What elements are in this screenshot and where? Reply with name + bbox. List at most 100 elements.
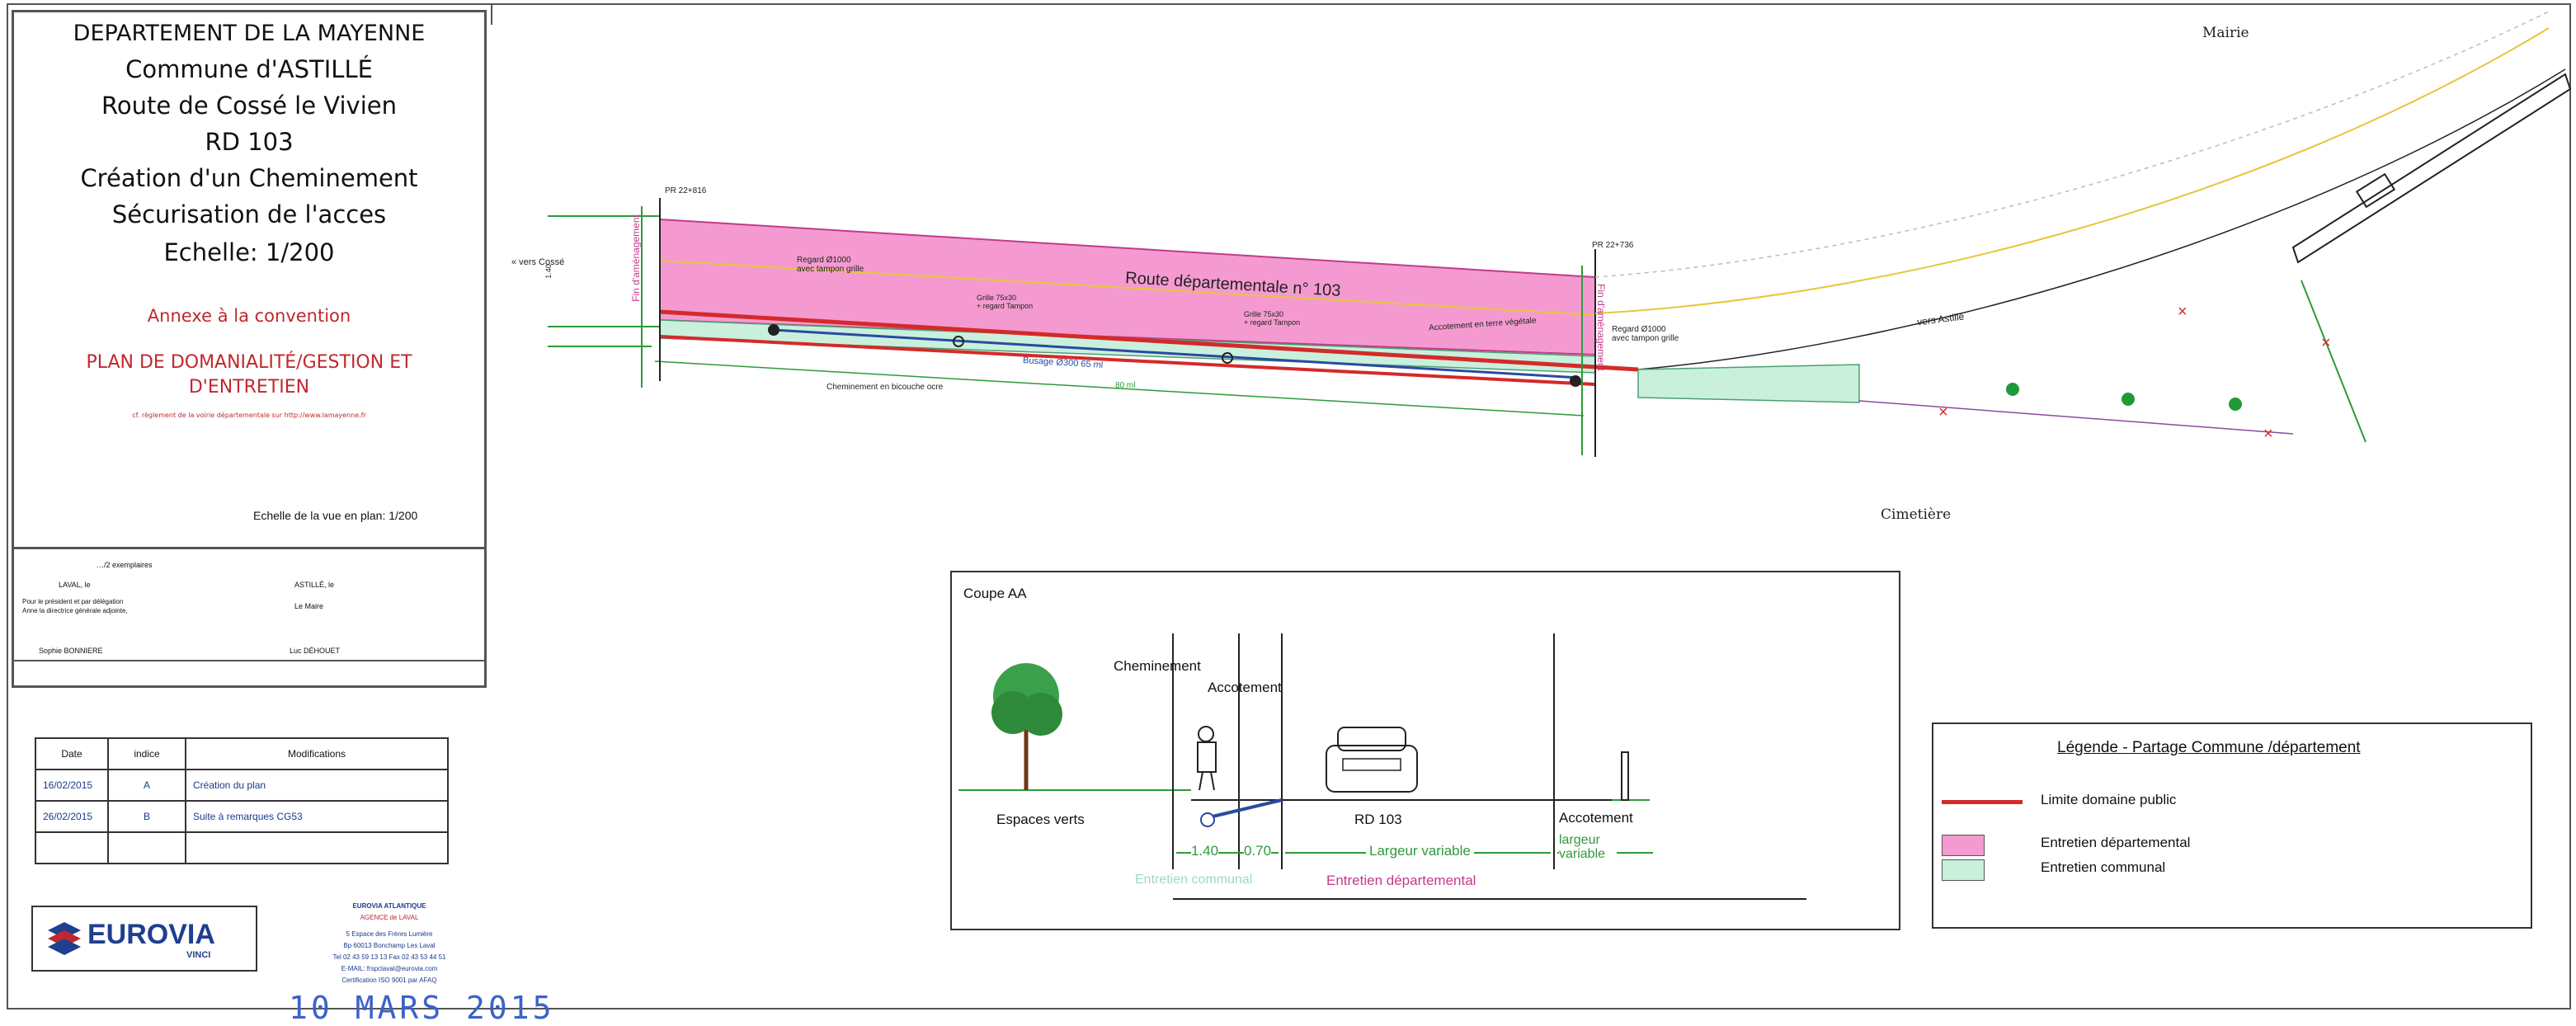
accotement-right-label: Accotement	[1559, 810, 1633, 826]
section-cheminement-label: Cheminement	[1114, 658, 1201, 674]
tree-icon	[2006, 383, 2019, 396]
row-mod: Suite à remarques CG53	[185, 800, 449, 833]
company-name: EUROVIA ATLANTIQUE	[352, 902, 426, 910]
grille1-label: Grille 75x30 + regard Tampon	[977, 294, 1034, 310]
header-modifications: Modifications	[185, 737, 449, 770]
entretien-communal-label: Entretien communal	[1135, 873, 1253, 887]
address-line: E-MAIL: frspclaval@eurovia.com	[341, 965, 438, 972]
right-role: Le Maire	[294, 602, 324, 610]
address-line: Tel 02 43 59 13 13 Fax 02 43 53 44 51	[332, 953, 446, 961]
row-date: 26/02/2015	[35, 800, 109, 833]
svg-text:×: ×	[2263, 425, 2273, 443]
title-block: DEPARTEMENT DE LA MAYENNE Commune d'ASTI…	[12, 10, 487, 688]
section-drawing	[958, 633, 1806, 900]
fin-right-label: Fin d'aménagement	[1594, 284, 1607, 371]
row-indice	[107, 831, 186, 864]
company-address: EUROVIA ATLANTIQUE AGENCE de LAVAL 5 Esp…	[328, 901, 450, 986]
row-indice: B	[107, 800, 186, 833]
entretien-dept-label: Entretien départemental	[1326, 873, 1476, 888]
row-mod	[185, 831, 449, 864]
row-date	[35, 831, 109, 864]
plan-title: PLAN DE DOMANIALITÉ/GESTION ET D'ENTRETI…	[86, 352, 412, 398]
drawing-border	[7, 3, 2571, 1010]
company-agency: AGENCE de LAVAL	[360, 914, 419, 921]
copies-label: …/2 exemplaires	[97, 561, 153, 569]
legend-pink-swatch	[1942, 835, 1985, 856]
mairie-label: Mairie	[2202, 25, 2249, 41]
tree-icon	[2122, 393, 2135, 406]
date-stamp: 10 MARS 2015	[289, 990, 555, 1026]
row-date: 16/02/2015	[35, 769, 109, 802]
svg-text:×: ×	[2321, 334, 2331, 352]
section-title: Coupe AA	[963, 586, 1027, 601]
title-line-rd: RD 103	[205, 128, 294, 156]
table-row: 16/02/2015 A Création du plan	[35, 769, 449, 802]
address-line: Certification ISO 9001 par AFAQ	[341, 977, 437, 984]
grille2-label: Grille 75x30 + regard Tampon	[1244, 310, 1301, 327]
header-date: Date	[35, 737, 109, 770]
dim-variable: Largeur variable	[1366, 843, 1474, 859]
regulation-note: cf. règlement de la voirie départemental…	[132, 412, 366, 419]
cheminement-label: Cheminement en bicouche ocre	[826, 383, 944, 392]
manhole-icon	[953, 336, 964, 347]
width-label: 1.40	[544, 264, 553, 279]
revision-table: Date indice Modifications 16/02/2015 A C…	[35, 737, 449, 864]
row-indice: A	[107, 769, 186, 802]
legend-green-swatch	[1942, 859, 1985, 881]
signature-divider	[14, 660, 484, 661]
espaces-verts-label: Espaces verts	[996, 812, 1085, 827]
eurovia-logo-icon	[48, 922, 81, 955]
tree-icon	[991, 663, 1062, 790]
svg-text:×: ×	[1938, 403, 1948, 421]
eurovia-logo: EUROVIA VINCI	[31, 906, 257, 972]
distance-label: 80 ml	[1115, 381, 1136, 390]
pr-right-label: PR 22+736	[1592, 241, 1634, 250]
left-role: Pour le président et par délégation Anne…	[22, 598, 128, 614]
fin-left-label: Fin d'aménagement	[629, 214, 642, 302]
legend-line-swatch	[1942, 800, 2023, 804]
vers-cosse-label: « vers Cossé	[511, 257, 565, 267]
rd-label: RD 103	[1354, 812, 1402, 827]
manhole-icon	[1222, 352, 1233, 364]
logo-sub: VINCI	[186, 950, 211, 960]
address-line: 5 Espace des Frères Lumière	[346, 930, 433, 938]
domain-limit-line	[659, 309, 1639, 372]
cimetiere-label: Cimetière	[1881, 506, 1952, 523]
dim-070: 0.70	[1244, 843, 1272, 859]
regard-right-label: Regard Ø1000 avec tampon grille	[1612, 325, 1679, 343]
pedestrian-icon	[1197, 726, 1217, 791]
dim-140: 1.40	[1191, 843, 1219, 859]
section-coupe-aa: Coupe AA	[950, 571, 1900, 930]
tree-icon	[2229, 398, 2242, 411]
manhole-icon	[1570, 375, 1581, 387]
logo-text: EUROVIA	[87, 919, 215, 950]
svg-text:×: ×	[2178, 303, 2187, 321]
title-line-scale: Echelle: 1/200	[163, 238, 335, 266]
pr-left-label: PR 22+816	[665, 186, 707, 195]
legend-item-label: Limite domaine public	[2041, 792, 2177, 807]
title-line-route: Route de Cossé le Vivien	[101, 92, 397, 120]
header-indice: indice	[107, 737, 186, 770]
manhole-icon	[768, 324, 779, 336]
title-line-project: Création d'un Cheminement	[80, 164, 418, 192]
legend-item-label: Entretien départemental	[2041, 835, 2191, 850]
title-line-security: Sécurisation de l'acces	[111, 200, 387, 228]
left-name: Sophie BONNIERE	[39, 647, 103, 655]
scale-view-label: Echelle de la vue en plan: 1/200	[253, 509, 418, 522]
pipe-icon	[1200, 812, 1215, 827]
right-name: Luc DÉHOUET	[290, 647, 341, 655]
table-header-row: Date indice Modifications	[35, 737, 449, 770]
title-line-commune: Commune d'ASTILLÉ	[125, 55, 373, 83]
communal-strip	[1637, 364, 1860, 403]
row-mod: Création du plan	[185, 769, 449, 802]
signature-box: …/2 exemplaires LAVAL, le ASTILLÉ, le Po…	[14, 547, 484, 688]
table-row	[35, 831, 449, 864]
section-accotement-label: Accotement	[1208, 680, 1282, 695]
legend-item-label: Entretien communal	[2041, 859, 2166, 875]
legend: Légende - Partage Commune /département L…	[1932, 722, 2532, 929]
address-line: Bp 60013 Bonchamp Les Laval	[343, 942, 436, 949]
table-row: 26/02/2015 B Suite à remarques CG53	[35, 800, 449, 833]
left-place: LAVAL, le	[59, 581, 91, 589]
plan-view: × × × ×	[491, 3, 2572, 457]
dim-variable-right: largeur variable	[1559, 833, 1617, 861]
